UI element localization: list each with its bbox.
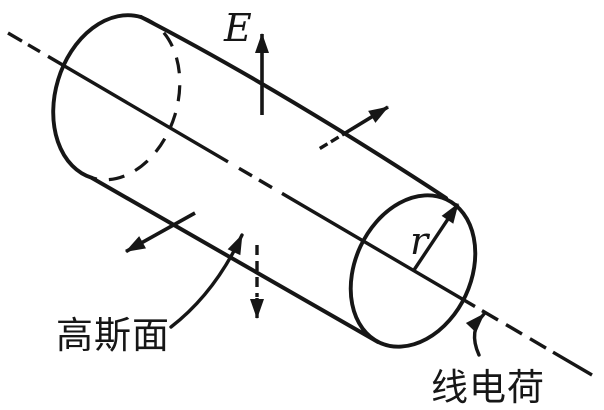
line-charge-leader (465, 312, 486, 357)
field-arrow-upper-right (341, 105, 389, 137)
field-arrow-lower-left (125, 211, 196, 254)
cylinder-bottom-edge (90, 176, 380, 344)
radius-label: r (410, 219, 431, 263)
radius-arrow (412, 203, 460, 271)
line-charge-label: 线电荷 (431, 367, 545, 409)
field-arrows (125, 33, 389, 319)
gaussian-cylinder (51, 13, 478, 349)
left-cap-front-arc (51, 13, 144, 180)
line-charge-axis (7, 31, 593, 377)
gaussian-surface-leader (169, 233, 244, 329)
left-cap-back-arc-dashed (91, 15, 182, 182)
field-label: E (223, 6, 252, 50)
gaussian-surface-label: 高斯面 (56, 315, 170, 357)
right-cap (348, 193, 478, 349)
cylinder-top-edge (139, 15, 448, 200)
field-arrow-upper-right-hidden-dashes (318, 135, 340, 150)
